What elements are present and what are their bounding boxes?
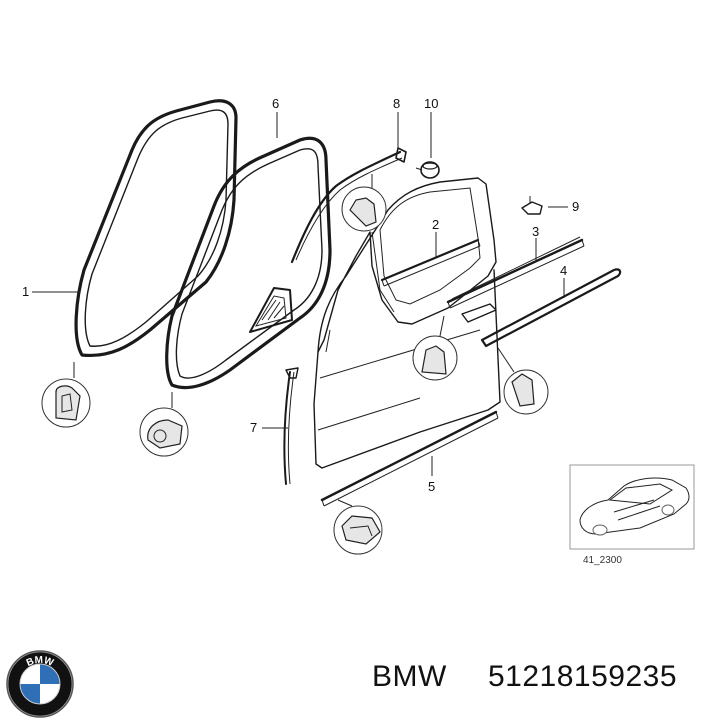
callout-10: 10 bbox=[424, 96, 438, 111]
side-molding-part-4 bbox=[480, 268, 622, 348]
rocker-strip-part-5 bbox=[320, 410, 499, 507]
callout-6: 6 bbox=[272, 96, 279, 111]
detail-circle-seal-6 bbox=[139, 407, 189, 457]
reference-code: 41_2300 bbox=[583, 555, 622, 566]
detail-circle-rocker bbox=[333, 505, 383, 555]
clip-part-9 bbox=[521, 196, 543, 215]
callout-4: 4 bbox=[560, 263, 567, 278]
callout-9: 9 bbox=[572, 199, 579, 214]
detail-circle-seal-1 bbox=[41, 378, 91, 428]
callout-8: 8 bbox=[393, 96, 400, 111]
callout-2: 2 bbox=[432, 217, 439, 232]
callout-3: 3 bbox=[532, 224, 539, 239]
footer-brand: BMW bbox=[372, 660, 447, 693]
door-frame-seal-part-1 bbox=[74, 99, 238, 358]
quarter-window-gasket bbox=[249, 287, 293, 333]
leader-lines bbox=[32, 112, 568, 507]
detail-circle-belt bbox=[412, 335, 458, 381]
callout-1: 1 bbox=[22, 284, 29, 299]
footer-part-number: 51218159235 bbox=[488, 660, 678, 693]
inner-belt-strip-part-2 bbox=[380, 238, 481, 287]
seal-strip-part-7 bbox=[283, 367, 299, 485]
detail-circle-channel-8 bbox=[341, 186, 387, 232]
car-silhouette-icon bbox=[579, 477, 690, 536]
door-panel bbox=[313, 177, 501, 469]
reference-thumbnail: 41_2300 bbox=[569, 464, 695, 566]
window-channel-part-8 bbox=[290, 147, 407, 264]
inner-door-seal-part-6 bbox=[165, 136, 332, 390]
plug-part-10 bbox=[415, 161, 440, 179]
callout-5: 5 bbox=[428, 479, 435, 494]
detail-circle-molding bbox=[503, 369, 549, 415]
callout-7: 7 bbox=[250, 420, 257, 435]
bmw-logo: BMW bbox=[6, 650, 74, 718]
logo-text: BMW bbox=[25, 655, 56, 669]
svg-text:BMW: BMW bbox=[25, 655, 56, 669]
outer-belt-strip-part-3 bbox=[446, 236, 585, 309]
